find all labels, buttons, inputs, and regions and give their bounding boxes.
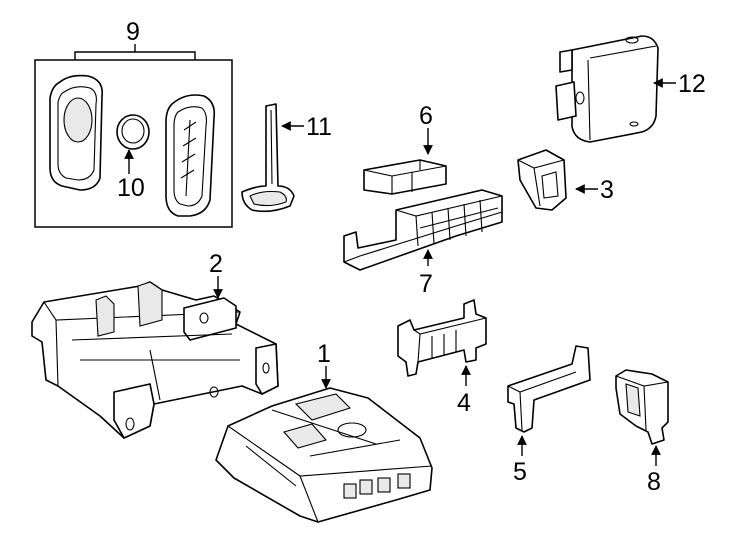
relay-block-6: 6: [363, 102, 447, 195]
connector-3: 3: [517, 149, 614, 211]
key-fob-box: [34, 59, 233, 228]
fob-remote: [165, 94, 216, 217]
key-blade: 11: [241, 103, 332, 213]
coin-battery: 10: [116, 114, 150, 202]
callout-2: 2: [209, 250, 223, 278]
callout-11: 11: [306, 113, 332, 141]
callout-4: 4: [457, 389, 471, 417]
callout-10: 10: [117, 174, 145, 202]
key-fob-group: 9 10: [34, 18, 233, 228]
bracket-5: 5: [507, 345, 591, 486]
callout-8: 8: [647, 468, 661, 496]
callout-1: 1: [317, 340, 331, 368]
bracket-tray-2: 2: [31, 250, 279, 439]
module-12: 12: [555, 35, 706, 143]
callout-7: 7: [419, 270, 433, 298]
callout-9: 9: [126, 18, 140, 46]
callout-5: 5: [513, 458, 527, 486]
relay-8: 8: [615, 369, 669, 496]
control-module-1: 1: [215, 340, 433, 523]
callout-12: 12: [678, 70, 706, 98]
fob-case: [49, 74, 104, 191]
relay-bracket-4: 4: [397, 299, 487, 417]
callout-3: 3: [600, 176, 614, 204]
callout-9-bracket: [74, 51, 196, 60]
relay-bracket-7: 7: [343, 189, 503, 298]
callout-6: 6: [419, 102, 433, 130]
